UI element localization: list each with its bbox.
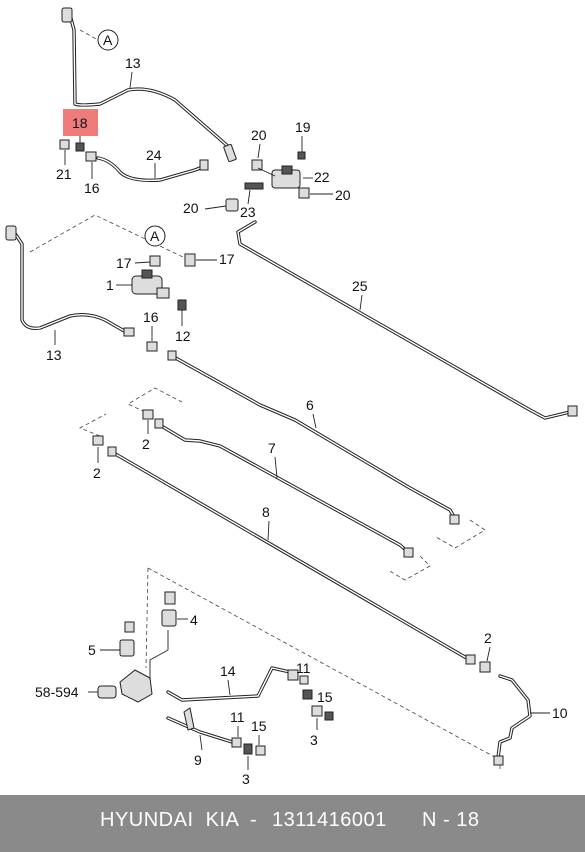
callout-8: 8: [262, 504, 270, 520]
part-15-clip-lower: [255, 745, 266, 756]
tube-end-fitting: [61, 7, 73, 23]
part-2-fitting-b: [92, 435, 104, 446]
proportioning-valve-22: [225, 151, 310, 212]
part-2-fitting-a: [142, 409, 154, 420]
footer-bar: HYUNDAI KIA - 1311416001 N - 18: [0, 795, 585, 852]
reference-a-marker-1: A: [79, 29, 119, 51]
svg-text:A: A: [103, 32, 113, 48]
callout-3-upper: 3: [310, 732, 318, 748]
tube-14: [166, 666, 299, 702]
tube-25: [236, 220, 578, 420]
callout-15-lower: 15: [251, 718, 267, 734]
part-15-clip-upper: [302, 689, 313, 700]
highlight-part-18: 18: [63, 109, 98, 136]
callout-4: 4: [190, 612, 198, 628]
callout-58-594: 58-594: [35, 684, 79, 700]
tube-9: [166, 707, 234, 744]
part-12-bolt: [177, 299, 187, 311]
part-11-nut-upper: [299, 675, 309, 685]
callout-9: 9: [194, 752, 202, 768]
tube-8: [107, 446, 476, 665]
callout-1: 1: [106, 277, 114, 293]
callout-7: 7: [268, 440, 276, 456]
part-16-nut-upper: [85, 151, 97, 162]
part-2-fitting-c: [479, 661, 491, 673]
callout-6: 6: [306, 397, 314, 413]
callout-23: 23: [240, 204, 256, 220]
callout-24: 24: [146, 147, 162, 163]
part-11-nut-lower: [231, 737, 242, 748]
callout-10: 10: [552, 705, 568, 721]
part-21-clip: [59, 139, 70, 150]
part-5-valve: [119, 621, 135, 657]
part-3-clip-lower: [243, 743, 253, 755]
callout-5: 5: [88, 642, 96, 658]
callout-12: 12: [175, 328, 191, 344]
callout-2-b: 2: [93, 465, 101, 481]
svg-text:18: 18: [72, 115, 88, 131]
callout-13-lower: 13: [46, 347, 62, 363]
callout-20-left: 20: [183, 200, 199, 216]
tube-10: [493, 674, 532, 766]
reference-a-marker-2: A: [144, 225, 166, 247]
abs-block: [97, 630, 169, 703]
part-3-clip-upper: [311, 705, 323, 717]
callout-21: 21: [56, 166, 72, 182]
callout-17-left: 17: [116, 255, 132, 271]
tube-6: [167, 350, 460, 525]
part-16-nut-mid: [146, 341, 158, 352]
part-4-valve: [161, 591, 177, 627]
part-18-clip: [75, 142, 85, 152]
callout-2-c: 2: [484, 630, 492, 646]
tube-7: [154, 418, 414, 558]
callout-17-right: 17: [219, 251, 235, 267]
callout-2-a: 2: [142, 436, 150, 452]
callout-16-mid: 16: [143, 309, 159, 325]
callout-15-upper: 15: [317, 689, 333, 705]
callout-25: 25: [352, 278, 368, 294]
callout-20-top: 20: [251, 127, 267, 143]
callout-11-lower: 11: [230, 709, 245, 725]
callout-13-upper: 13: [125, 55, 141, 71]
callout-14: 14: [220, 663, 236, 679]
callout-19: 19: [295, 119, 311, 135]
footer-brand: HYUNDAI KIA: [100, 809, 240, 831]
brake-line-diagram: A 13 18 21 16 24 20 19 22 20 20 23: [5, 7, 578, 787]
callout-11-upper: 11: [296, 660, 311, 676]
hose-24: [96, 156, 209, 183]
footer-part-number: 1311416001: [272, 809, 387, 831]
part-1-valve: [131, 253, 196, 299]
callout-20-right: 20: [335, 187, 351, 203]
callout-16-upper: 16: [84, 180, 100, 196]
tube-13-upper: [61, 7, 237, 163]
footer-ref: N - 18: [422, 809, 480, 831]
svg-text:A: A: [150, 228, 160, 244]
callout-3-lower: 3: [242, 771, 250, 787]
footer-separator: -: [250, 809, 258, 831]
callout-22: 22: [314, 169, 330, 185]
tube-13-lower: [5, 225, 135, 337]
